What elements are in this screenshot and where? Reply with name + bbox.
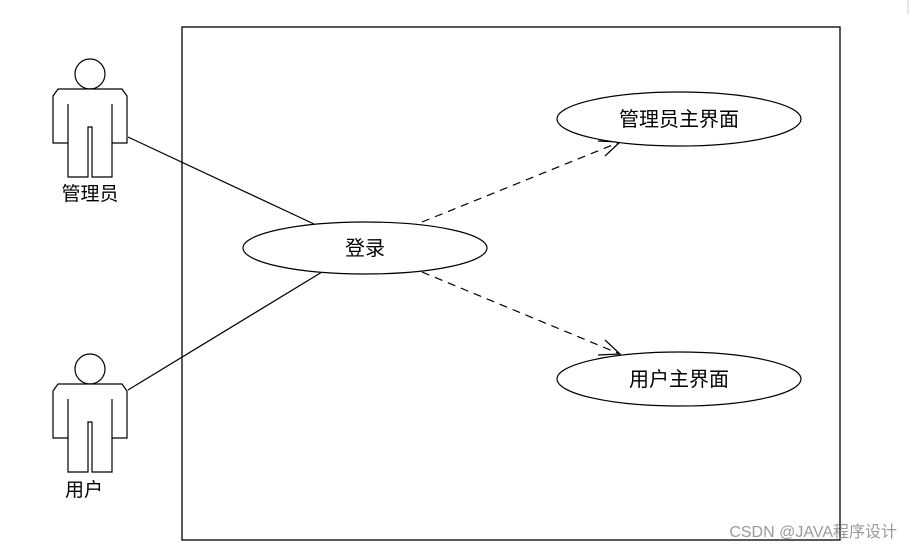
use-case-admin-main: 管理员主界面 [556,91,802,147]
system-boundary [181,26,841,541]
dependency-login-user-main [421,271,622,356]
use-case-user-main-label: 用户主界面 [629,367,729,391]
watermark: CSDN @JAVA程序设计 [729,523,897,541]
association-user-login [127,271,323,391]
actor-user-head [74,353,106,385]
actor-user: 用户 [52,353,128,501]
actor-user-label: 用户 [65,479,103,501]
actor-user-body-icon [52,383,128,473]
actor-admin: 管理员 [52,58,128,205]
association-admin-login [127,136,315,225]
actor-admin-body-icon [52,88,128,178]
actor-admin-head [74,58,106,90]
use-case-user-main: 用户主界面 [556,351,802,407]
use-case-admin-main-label: 管理员主界面 [619,107,739,131]
use-case-login: 登录 [242,221,488,275]
dependency-login-admin-main [421,140,622,223]
actor-admin-label: 管理员 [61,183,118,205]
use-case-login-label: 登录 [345,236,385,260]
